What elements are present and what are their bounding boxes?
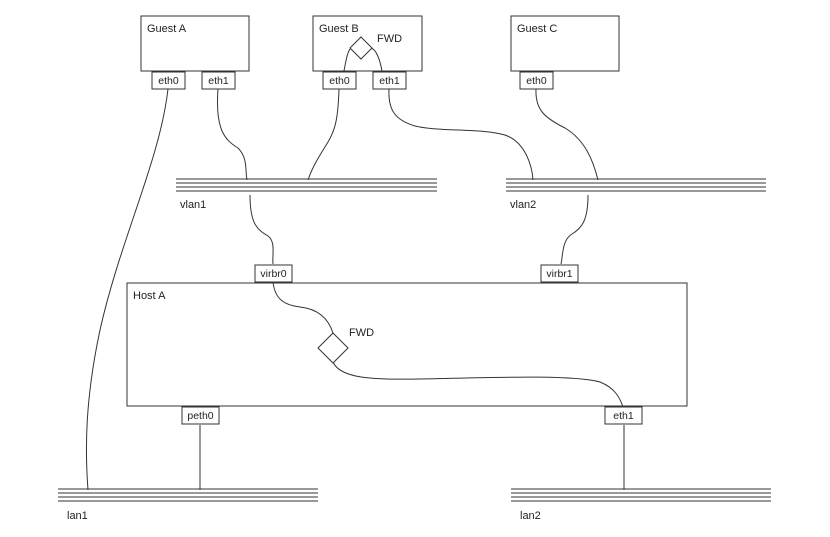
host-a: Host A FWD virbr0 virbr1 peth0 eth1 (126, 264, 688, 425)
guest-c-eth0-label: eth0 (526, 75, 547, 87)
guest-b: Guest B FWD eth0 eth1 (312, 15, 423, 90)
host-forwarder-label: FWD (349, 327, 374, 339)
wire-guest-b-eth1-vlan2 (388, 88, 534, 181)
guest-b-eth1-label: eth1 (379, 75, 400, 87)
guest-b-eth1-port (372, 71, 407, 90)
guest-c-eth0-port (519, 71, 554, 90)
guest-c: Guest C eth0 (510, 15, 620, 90)
wire-guest-a-eth0-lan1 (85, 88, 169, 491)
bus-vlan1 (176, 178, 437, 192)
host-virbr0-port (254, 264, 293, 283)
bus-vlan2 (506, 178, 766, 192)
guest-b-label: Guest B (319, 23, 359, 35)
bus-label-lan2: lan2 (520, 510, 541, 522)
wire-guest-a-eth1-vlan1 (216, 88, 248, 181)
host-virbr1-port (540, 264, 579, 283)
guest-b-forwarder-icon (349, 36, 373, 60)
guest-b-eth0-port (322, 71, 357, 90)
host-eth1-label: eth1 (613, 410, 634, 422)
guest-b-forwarder-label: FWD (377, 33, 402, 45)
bus-label-vlan2: vlan2 (510, 199, 536, 211)
host-a-label: Host A (133, 290, 166, 302)
host-forwarder-icon (317, 332, 349, 364)
guest-a-label: Guest A (147, 23, 187, 35)
guest-a-eth1-label: eth1 (208, 75, 229, 87)
host-eth1-port (604, 406, 643, 425)
bus-label-lan1: lan1 (67, 510, 88, 522)
wire-host-virbr0-fwd (272, 281, 334, 334)
host-a-box (126, 282, 688, 407)
wire-guest-c-eth0-vlan2 (535, 88, 599, 181)
guest-c-label: Guest C (517, 23, 557, 35)
host-peth0-port (181, 406, 220, 425)
wires (85, 47, 625, 491)
wire-guest-b-eth0-vlan1 (307, 88, 340, 181)
guest-a-eth0-port (151, 71, 186, 90)
bus-label-vlan1: vlan1 (180, 199, 206, 211)
guest-a-box (140, 15, 250, 72)
host-virbr0-label: virbr0 (260, 268, 286, 280)
wire-host-fwd-eth1 (332, 361, 624, 408)
wire-vlan2-virbr1 (560, 194, 589, 265)
wire-vlan1-virbr0 (249, 194, 274, 265)
guest-a: Guest A eth0 eth1 (140, 15, 250, 90)
guest-c-box (510, 15, 620, 72)
guest-b-eth0-label: eth0 (329, 75, 350, 87)
host-virbr1-label: virbr1 (546, 268, 572, 280)
guest-a-eth1-port (201, 71, 236, 90)
bus-lan2 (511, 488, 771, 502)
bus-lan1 (58, 488, 318, 502)
host-peth0-label: peth0 (187, 410, 213, 422)
guest-a-eth0-label: eth0 (158, 75, 179, 87)
